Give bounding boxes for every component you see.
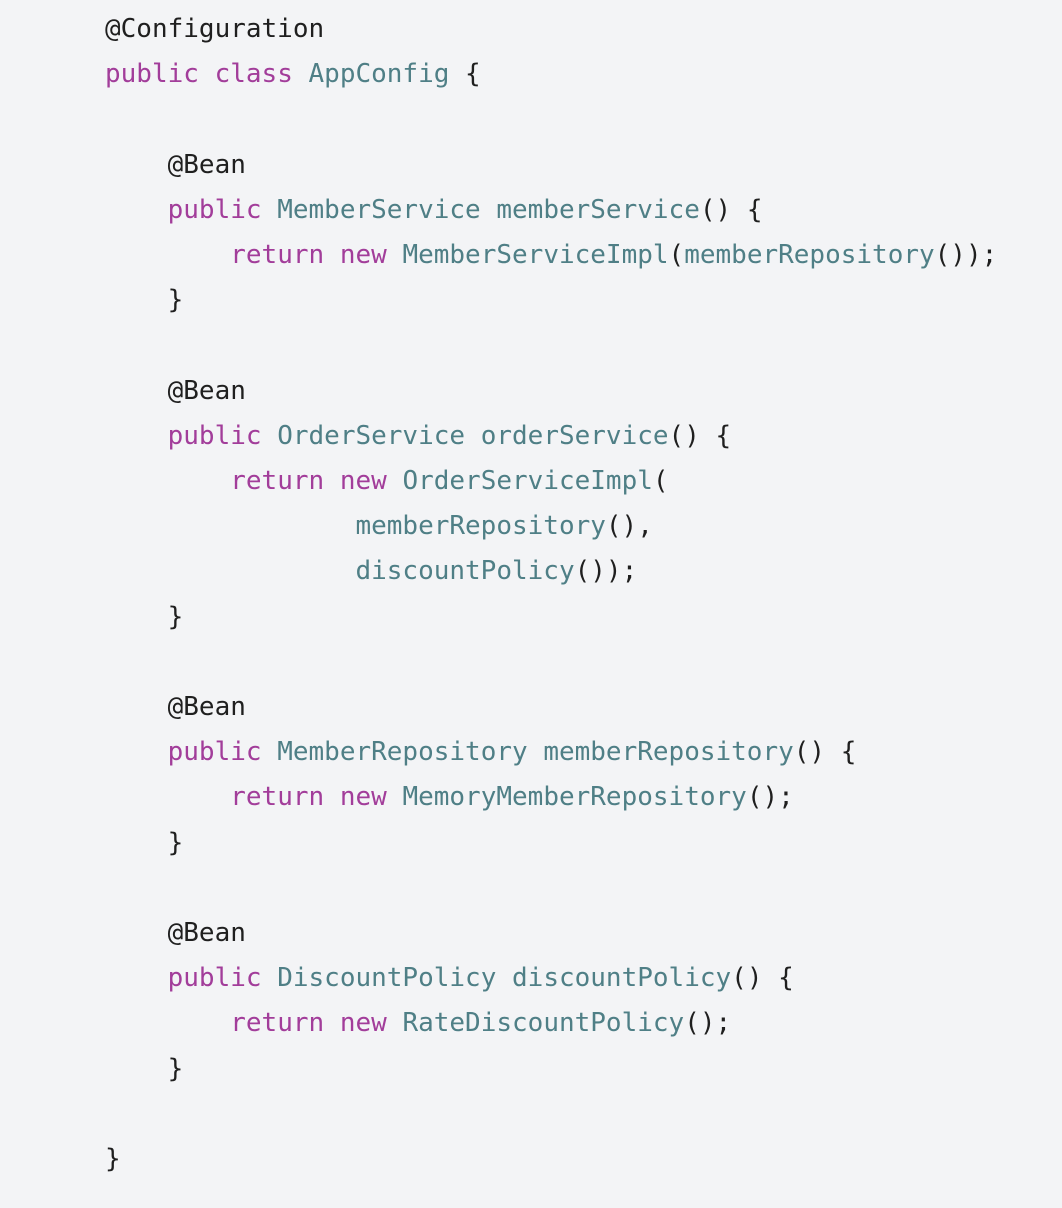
code-line: @Bean xyxy=(105,143,246,188)
code-line: } xyxy=(105,821,184,866)
code-token-keyword: new xyxy=(339,1008,387,1039)
code-token-keyword: class xyxy=(214,59,293,90)
code-token-keyword: public xyxy=(167,420,262,451)
code-token-plain xyxy=(324,1008,340,1038)
code-token-plain: () { xyxy=(731,963,794,994)
code-token-fn: orderService xyxy=(480,420,669,451)
code-token-type: AppConfig xyxy=(308,59,450,90)
code-line: } xyxy=(105,595,184,640)
code-line: public class AppConfig { xyxy=(105,52,481,97)
code-line: @Configuration xyxy=(105,7,324,52)
code-line: return new MemoryMemberRepository(); xyxy=(105,775,794,820)
code-line: public MemberService memberService() { xyxy=(105,188,763,233)
code-token-plain: } xyxy=(167,601,184,632)
code-token-plain: (); xyxy=(684,1008,732,1039)
code-token-type: MemberServiceImpl xyxy=(402,240,669,270)
code-token-fn: discountPolicy xyxy=(355,556,575,587)
code-token-plain xyxy=(465,421,481,451)
code-token-plain xyxy=(387,782,403,812)
code-token-plain xyxy=(262,195,278,225)
code-token-annotation: @Bean xyxy=(167,375,246,406)
code-token-plain: ( xyxy=(668,240,685,270)
code-token-keyword: new xyxy=(339,466,387,496)
code-token-keyword: return xyxy=(230,1008,325,1039)
code-token-plain xyxy=(324,466,340,496)
code-token-plain: (), xyxy=(605,511,653,542)
code-token-plain xyxy=(293,59,309,89)
code-line: public OrderService orderService() { xyxy=(105,414,732,459)
code-token-plain xyxy=(262,963,278,993)
code-token-type: OrderServiceImpl xyxy=(402,466,653,496)
code-token-plain xyxy=(199,59,215,89)
code-token-plain: } xyxy=(105,1144,121,1174)
code-token-annotation: @Bean xyxy=(167,918,246,948)
code-token-plain: () { xyxy=(668,420,732,451)
code-token-plain: { xyxy=(449,59,481,90)
code-line: } xyxy=(105,1047,184,1092)
code-token-plain: () { xyxy=(699,194,763,225)
code-token-annotation: @Bean xyxy=(167,692,246,722)
code-token-fn: memberRepository xyxy=(355,511,606,542)
code-token-plain: } xyxy=(167,1053,184,1084)
code-line: return new RateDiscountPolicy(); xyxy=(105,1001,731,1046)
code-token-keyword: return xyxy=(230,466,325,496)
code-token-plain xyxy=(387,1008,403,1038)
code-token-type: DiscountPolicy xyxy=(277,963,497,994)
code-token-plain xyxy=(528,737,544,767)
code-token-annotation: @Bean xyxy=(167,149,246,180)
code-token-type: RateDiscountPolicy xyxy=(402,1008,685,1039)
code-token-plain: } xyxy=(167,285,184,316)
code-token-plain xyxy=(324,240,340,270)
code-token-plain xyxy=(262,737,278,767)
code-token-keyword: return xyxy=(230,782,325,813)
code-token-fn: memberRepository xyxy=(543,737,794,768)
code-token-plain: } xyxy=(167,827,184,858)
code-token-fn: discountPolicy xyxy=(512,963,732,994)
code-line: @Bean xyxy=(105,685,246,730)
code-token-plain xyxy=(387,240,403,270)
code-token-keyword: public xyxy=(167,194,262,225)
code-token-type: OrderService xyxy=(277,420,466,451)
code-token-keyword: return xyxy=(230,240,325,270)
code-token-fn: memberRepository xyxy=(684,240,935,270)
code-token-plain: (); xyxy=(746,782,794,813)
code-token-annotation: @Configuration xyxy=(105,14,325,44)
code-line: public DiscountPolicy discountPolicy() { xyxy=(105,956,794,1001)
code-line: } xyxy=(105,1137,121,1182)
code-line: memberRepository(), xyxy=(105,504,653,549)
code-token-type: MemberService xyxy=(277,194,481,225)
code-token-plain xyxy=(324,782,340,812)
code-line: return new MemberServiceImpl(memberRepos… xyxy=(105,233,997,278)
code-token-type: MemberRepository xyxy=(277,737,528,768)
code-line: } xyxy=(105,278,184,323)
code-token-keyword: public xyxy=(167,963,262,994)
code-token-plain xyxy=(387,466,403,496)
code-token-plain xyxy=(481,195,497,225)
code-token-keyword: public xyxy=(167,737,262,768)
code-token-fn: memberService xyxy=(496,194,700,225)
code-token-plain xyxy=(262,421,278,451)
code-line: public MemberRepository memberRepository… xyxy=(105,730,857,775)
code-token-plain: ( xyxy=(652,466,669,496)
code-token-plain: ()); xyxy=(574,556,638,587)
code-line: discountPolicy()); xyxy=(105,549,637,594)
code-line: @Bean xyxy=(105,369,246,414)
code-token-type: MemoryMemberRepository xyxy=(402,782,747,813)
code-line: return new OrderServiceImpl( xyxy=(105,459,669,504)
code-token-keyword: new xyxy=(339,782,387,813)
code-token-plain: () { xyxy=(793,737,857,768)
code-token-plain xyxy=(496,963,512,993)
code-token-plain: ()); xyxy=(934,240,998,270)
code-line: @Bean xyxy=(105,911,246,956)
code-token-keyword: new xyxy=(339,240,387,270)
code-token-keyword: public xyxy=(105,59,199,90)
